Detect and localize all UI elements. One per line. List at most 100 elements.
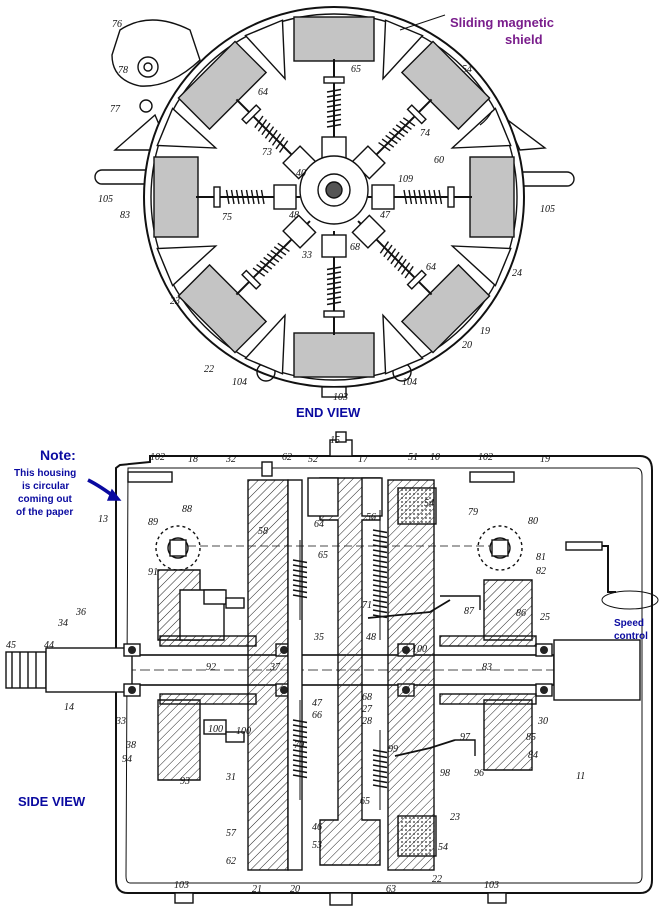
magnet-4 xyxy=(293,332,375,378)
spoke-collar-1 xyxy=(406,104,427,125)
ref-22: 22 xyxy=(204,364,214,375)
end-view-reference-numbers: 76 78 77 105 83 65 64 75 73 74 54 60 40 … xyxy=(98,19,555,403)
spoke-5 xyxy=(235,214,317,296)
side-ref-17-6: 17 xyxy=(358,454,369,465)
ref-103: 103 xyxy=(333,392,348,403)
side-ref-11-59: 11 xyxy=(576,771,585,782)
end-view-rotor-spokes xyxy=(196,59,472,335)
side-ref-92-35: 92 xyxy=(206,662,216,673)
ref-105-right: 105 xyxy=(540,204,555,215)
side-ref-86-26: 86 xyxy=(516,608,526,619)
ref-60: 60 xyxy=(434,155,444,166)
side-ref-93-56: 93 xyxy=(180,776,190,787)
side-ref-100-58: 100 xyxy=(236,726,251,737)
spoke-collar-6 xyxy=(213,186,221,208)
spoke-block-2 xyxy=(371,184,395,210)
wedge-shape-0 xyxy=(382,19,424,81)
side-ref-56-17: 56 xyxy=(366,512,376,523)
spoke-6 xyxy=(196,184,300,210)
ref-40: 40 xyxy=(296,168,306,179)
wedge-shape-7 xyxy=(244,19,286,81)
side-ref-36-30: 36 xyxy=(75,607,86,618)
side-ref-96-54: 96 xyxy=(474,768,484,779)
side-ref-45-33: 45 xyxy=(6,640,16,651)
ref-83: 83 xyxy=(120,210,130,221)
side-ref-62-65: 62 xyxy=(226,856,236,867)
side-ref-100-28: 100 xyxy=(412,644,427,655)
wedge-shape-3 xyxy=(382,313,424,375)
side-ref-87-25: 87 xyxy=(464,606,475,617)
spoke-3 xyxy=(351,214,433,296)
ref-20: 20 xyxy=(462,340,472,351)
side-ref-88-12: 88 xyxy=(182,504,192,515)
side-ref-10-8: 10 xyxy=(430,452,440,463)
side-ref-38-40: 38 xyxy=(125,740,136,751)
side-ref-13-11: 13 xyxy=(98,514,108,525)
annotations: Sliding magnetic shield END VIEW SIDE VI… xyxy=(14,15,648,809)
spoke-block-4 xyxy=(321,234,347,258)
spoke-collar-0 xyxy=(323,76,345,84)
ref-19: 19 xyxy=(480,326,490,337)
side-ref-37-36: 37 xyxy=(269,662,281,673)
side-ref-62-3: 62 xyxy=(282,452,292,463)
side-ref-19-10: 19 xyxy=(540,454,550,465)
side-ref-80-20: 80 xyxy=(528,516,538,527)
wedge-shape-2 xyxy=(450,245,512,287)
ref-65: 65 xyxy=(351,64,361,75)
side-ref-102-9: 102 xyxy=(478,452,493,463)
spoke-collar-2 xyxy=(447,186,455,208)
end-view-magnets xyxy=(153,16,515,378)
side-ref-14-38: 14 xyxy=(64,702,74,713)
spoke-block-6 xyxy=(273,184,297,210)
end-view-label: END VIEW xyxy=(296,405,361,420)
magnet-block-2 xyxy=(469,156,515,238)
spoke-2 xyxy=(368,184,472,210)
spoke-0 xyxy=(321,59,347,163)
side-ref-82-22: 82 xyxy=(536,566,546,577)
spoke-spring-3 xyxy=(379,241,414,279)
spoke-spring-1 xyxy=(378,117,416,152)
magnet-2 xyxy=(469,156,515,238)
side-ref-71-24: 71 xyxy=(362,600,372,611)
bearing-ball-1 xyxy=(128,686,136,694)
magnet-block-4 xyxy=(293,332,375,378)
note-line-2: is circular xyxy=(22,481,69,492)
ref-105-left: 105 xyxy=(98,194,113,205)
spoke-7 xyxy=(235,98,317,180)
side-view-springs xyxy=(292,510,388,810)
side-ref-103-72: 103 xyxy=(484,880,499,891)
side-ref-32-2: 32 xyxy=(225,454,236,465)
shield-label-line2: shield xyxy=(505,32,543,47)
side-ref-44-34: 44 xyxy=(44,640,54,651)
ref-74: 74 xyxy=(420,128,430,139)
side-ref-52-4: 52 xyxy=(308,454,318,465)
side-ref-46-62: 46 xyxy=(312,822,322,833)
spoke-collar-3 xyxy=(406,269,427,290)
side-ref-91-23: 91 xyxy=(148,567,158,578)
wedge-shape-5 xyxy=(156,245,218,287)
note-line-3: coming out xyxy=(18,494,73,505)
ref-75: 75 xyxy=(222,212,232,223)
note-line-4: of the paper xyxy=(16,507,73,518)
end-view xyxy=(94,6,575,398)
bearing-ball-7 xyxy=(540,686,548,694)
stator-wedge-7 xyxy=(244,19,286,81)
ref-48: 48 xyxy=(289,210,299,221)
ref-68: 68 xyxy=(350,242,360,253)
stator-wedge-0 xyxy=(382,19,424,81)
stator-wedge-1 xyxy=(450,107,512,149)
ref-54: 54 xyxy=(462,64,472,75)
side-ref-100-42: 100 xyxy=(208,724,223,735)
spoke-spring-4 xyxy=(326,266,342,306)
side-ref-64-15: 64 xyxy=(314,519,324,530)
bearing-ball-0 xyxy=(128,646,136,654)
side-ref-23-64: 23 xyxy=(450,812,460,823)
side-ref-85-51: 85 xyxy=(526,732,536,743)
side-ref-21-68: 21 xyxy=(252,884,262,895)
side-ref-94-41: 94 xyxy=(122,754,132,765)
ref-109: 109 xyxy=(398,174,413,185)
magnet-6 xyxy=(153,156,199,238)
spoke-collar-5 xyxy=(241,269,262,290)
wedge-shape-6 xyxy=(156,107,218,149)
ref-24: 24 xyxy=(512,268,522,279)
